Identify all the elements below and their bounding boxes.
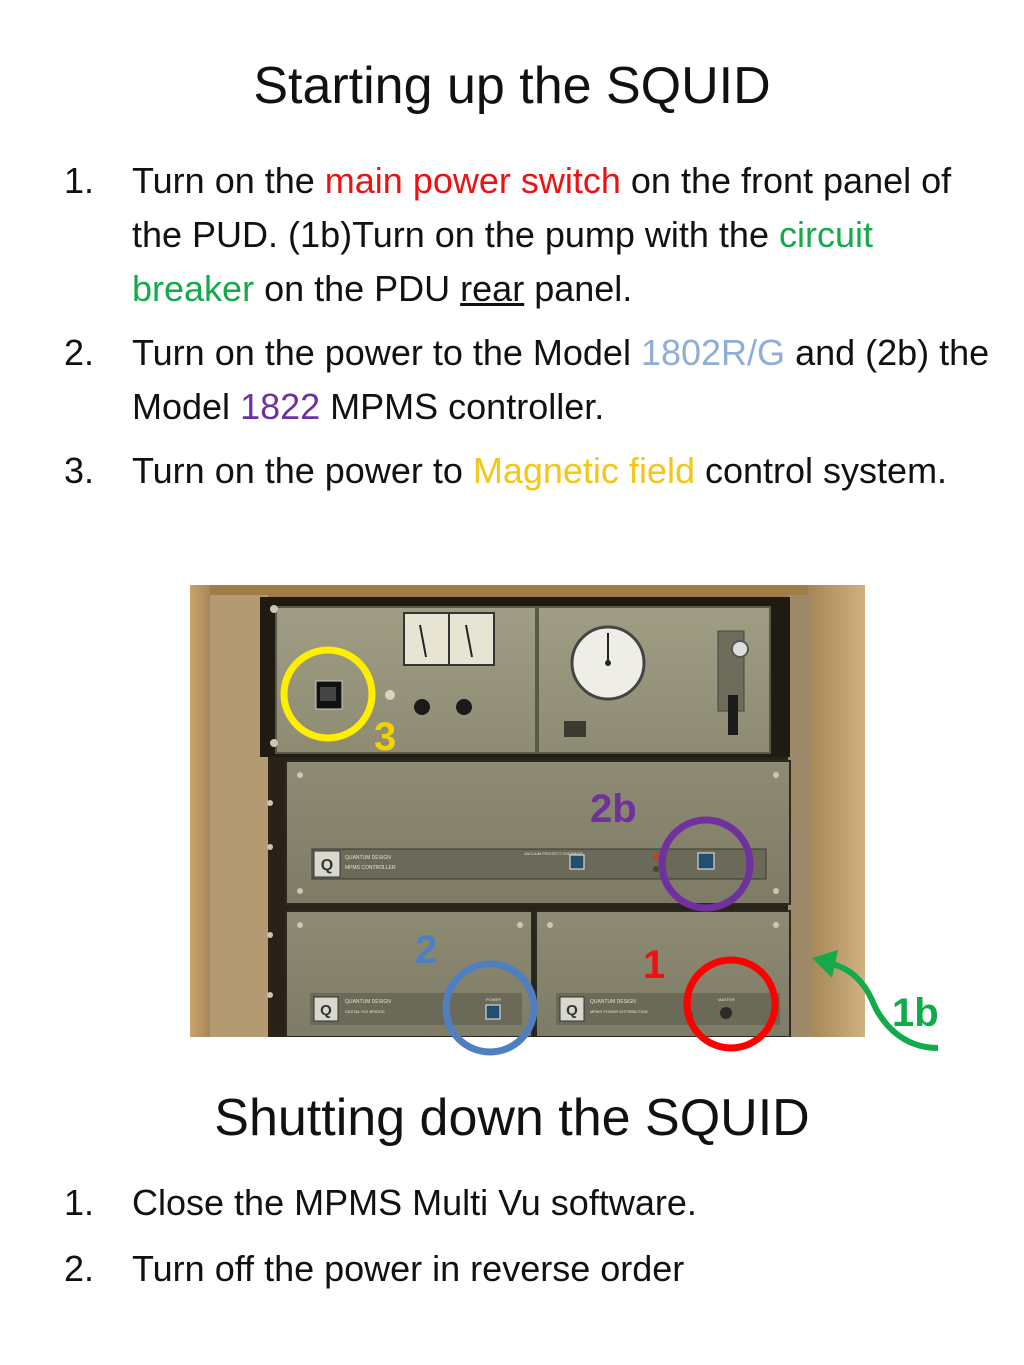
pdu-brand-text: QUANTUM DESIGN <box>590 999 636 1005</box>
step-text: on the PDU <box>254 268 461 309</box>
step-text: Turn on the power to <box>132 450 473 491</box>
bridge-name-text: DIGITAL R/G BRIDGE <box>345 1009 385 1014</box>
page-title-start: Starting up the SQUID <box>253 57 771 115</box>
svg-text:Q: Q <box>321 857 333 874</box>
mpms-brand-text: QUANTUM DESIGN <box>345 855 391 861</box>
step-text: control system. <box>694 450 948 491</box>
step-text: and (2b) the Model <box>132 332 990 427</box>
shutdown-step-2: 2. Turn off the power in reverse order <box>0 1242 1000 1296</box>
main-power-switch-highlight: main power switch <box>324 160 621 201</box>
step-text: Turn off the power in reverse order <box>132 1248 685 1289</box>
magnetic-field-highlight: Magnetic field <box>472 450 695 491</box>
equipment-rack-photo: Q QUANTUM DESIGN MPMS CONTROLLER VACUUM … <box>190 585 865 1037</box>
rear-underlined: rear <box>460 268 525 309</box>
step-text: Turn on the power to the Model <box>132 332 641 373</box>
step-text: Turn on the <box>132 160 325 201</box>
power-label-1: POWER <box>486 997 501 1002</box>
step-text: panel. <box>524 268 633 309</box>
step-number: 1. <box>64 1182 95 1223</box>
circuit-breaker-highlight: circuit breaker <box>132 214 873 309</box>
vacuum-override-text: VACUUM PROTECT OVERRIDE <box>524 851 584 856</box>
shutdown-steps-list: 1. Close the MPMS Multi Vu software. 2. Tu… <box>0 1176 1000 1308</box>
startup-step-3: 3. Turn on the power to Magnetic field co… <box>0 444 1000 498</box>
step-number: 3. <box>64 450 95 491</box>
svg-text:Q: Q <box>566 1002 578 1019</box>
pdu-name-text: MPMS POWER DISTRIBUTION <box>590 1009 648 1014</box>
page-title-stop: Shutting down the SQUID <box>214 1089 810 1147</box>
step-text: Close the MPMS Multi Vu software. <box>132 1182 697 1223</box>
step-number: 1. <box>64 160 95 201</box>
startup-step-2: 2. Turn on the power to the Model 1802R/G… <box>0 326 1000 434</box>
model-1822-highlight: 1822 <box>240 386 321 427</box>
model-1802-highlight: 1802R/G <box>640 332 786 373</box>
mpms-controller-text: MPMS CONTROLLER <box>345 865 396 871</box>
svg-text:Q: Q <box>320 1002 332 1019</box>
step-number: 2. <box>64 332 95 373</box>
step-text: MPMS controller. <box>320 386 605 427</box>
step-number: 2. <box>64 1248 95 1289</box>
shutdown-step-1: 1. Close the MPMS Multi Vu software. <box>0 1176 1000 1230</box>
step-text: on the front panel of the PUD. (1b)Turn … <box>132 160 952 255</box>
marker-label-1b: 1b <box>892 991 939 1035</box>
master-label: MASTER <box>718 997 735 1002</box>
bridge-brand-text: QUANTUM DESIGN <box>345 999 391 1005</box>
startup-step-1: 1. Turn on the main power switch on the f… <box>0 154 1000 316</box>
startup-steps-list: 1. Turn on the main power switch on the f… <box>0 154 1000 508</box>
